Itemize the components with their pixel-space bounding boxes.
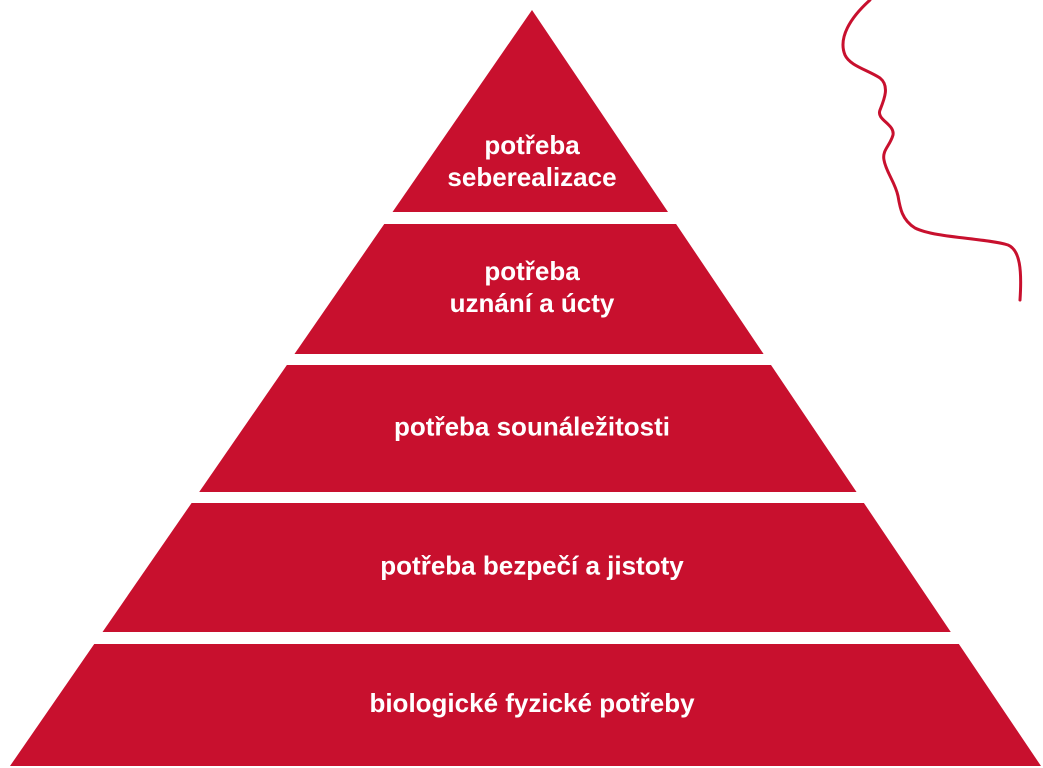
pyramid-tier-1 [392,10,669,212]
tier-label-line: biologické fyzické potřeby [369,688,695,718]
tier-label-line: seberealizace [447,162,616,192]
tier-label-line: potřeba [484,130,580,160]
head-profile-icon [841,0,1023,302]
tier-label-line: potřeba bezpečí a jistoty [380,550,684,580]
pyramid-tier-label-3: potřeba sounáležitosti [394,411,670,441]
tier-label-line: potřeba [484,256,580,286]
pyramid-tier-4 [102,503,951,632]
pyramid-tier-3 [199,365,857,492]
pyramid-tier-2 [294,224,764,354]
pyramid-tier-5 [10,644,1041,766]
pyramid-tier-label-4: potřeba bezpečí a jistoty [380,550,684,580]
tier-label-line: potřeba sounáležitosti [394,411,670,441]
tier-label-line: uznání a úcty [450,288,615,318]
pyramid-tiers [10,10,1041,766]
pyramid-tier-label-5: biologické fyzické potřeby [369,688,695,718]
